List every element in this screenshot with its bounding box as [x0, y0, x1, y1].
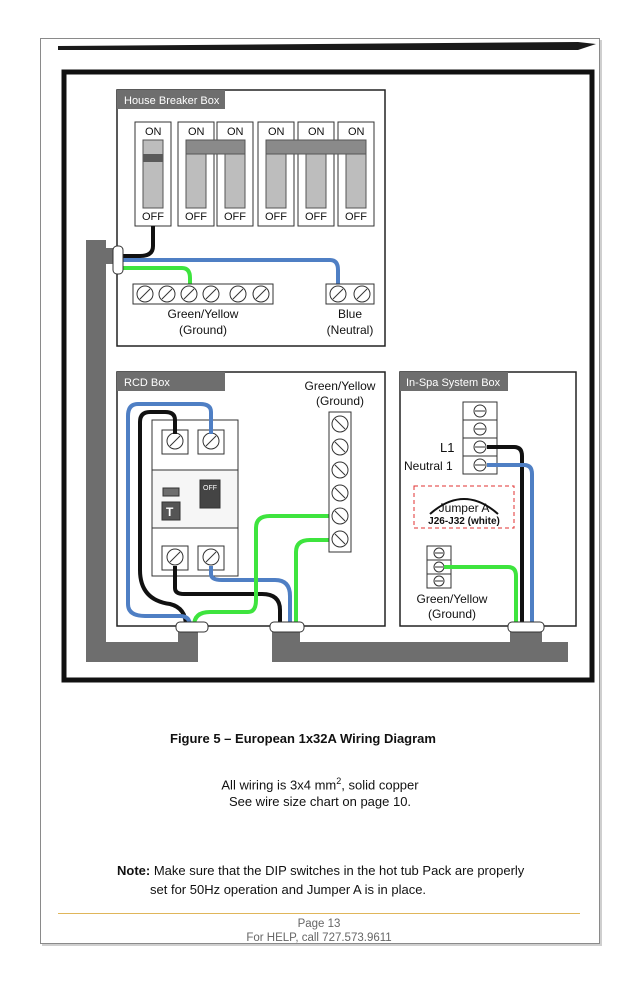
conduit — [86, 240, 568, 662]
black-wire — [138, 410, 188, 627]
green-wire — [192, 514, 336, 627]
page-frame — [40, 38, 600, 944]
cable-clamp — [175, 621, 209, 633]
figure-caption: Figure 5 – European 1x32A Wiring Diagram — [170, 731, 436, 746]
jumper-label: Jumper A — [439, 501, 490, 515]
svg-text:ON: ON — [227, 126, 244, 138]
neutral-1-label: Neutral 1 — [404, 459, 453, 473]
breaker-switches: ON OFF ON OFF ON OFF ON OFF ON OFF — [134, 121, 375, 227]
black-wire — [173, 566, 282, 626]
svg-text:OFF: OFF — [142, 211, 164, 223]
note-label: Note: — [117, 863, 151, 878]
black-wire — [114, 226, 155, 258]
spa-ground-label: Green/Yellow — [417, 592, 488, 606]
cable-clamp — [507, 621, 545, 633]
svg-text:ON: ON — [308, 126, 325, 138]
svg-text:ON: ON — [145, 126, 162, 138]
l1-label: L1 — [440, 440, 454, 455]
cable-clamp — [269, 621, 305, 633]
breaker-switch: ON OFF — [134, 121, 172, 227]
dip-switch-note: Note: Make sure that the DIP switches in… — [117, 861, 587, 899]
green-wire — [294, 538, 336, 626]
breaker-switch: ON OFF — [297, 121, 335, 227]
black-wire — [487, 445, 524, 626]
green-wire — [444, 565, 518, 626]
breaker-ground-label-2: (Ground) — [179, 323, 227, 337]
neutral-label: Blue — [338, 307, 362, 321]
svg-text:OFF: OFF — [185, 211, 207, 223]
note-line-2: set for 50Hz operation and Jumper A is i… — [150, 882, 427, 897]
neutral-label-2: (Neutral) — [327, 323, 374, 337]
green-wire — [118, 266, 192, 286]
jumper-a-box — [413, 485, 515, 529]
svg-text:OFF: OFF — [265, 211, 287, 223]
blue-wire — [209, 566, 292, 626]
spa-ground-label-2: (Ground) — [428, 607, 476, 621]
neutral-terminal-bar — [325, 283, 375, 305]
breaker-switch: ON OFF — [337, 121, 375, 227]
spa-ground-terminal — [426, 545, 452, 589]
rcd-off-label: OFF — [203, 485, 217, 492]
svg-text:OFF: OFF — [305, 211, 327, 223]
wiring-note-line-1: All wiring is 3x4 mm2, solid copper — [221, 776, 419, 793]
svg-text:ON: ON — [268, 126, 285, 138]
cable-clamp — [112, 245, 124, 275]
wiring-note-line-2: See wire size chart on page 10. — [228, 794, 412, 810]
svg-text:ON: ON — [188, 126, 205, 138]
svg-text:OFF: OFF — [224, 211, 246, 223]
help-line: For HELP, call 727.573.9611 — [246, 932, 392, 944]
rcd-device — [151, 419, 239, 577]
rcd-box-title: RCD Box — [124, 377, 170, 389]
jumper-arc — [429, 498, 499, 515]
breaker-switch: ON OFF — [257, 121, 295, 227]
blue-wire — [126, 402, 213, 627]
rcd-ground-label: Green/Yellow — [305, 379, 376, 393]
blue-wire — [487, 463, 534, 626]
ground-terminal-bar — [132, 283, 274, 305]
breaker-switch: ON OFF — [216, 121, 254, 227]
note-line-1: Make sure that the DIP switches in the h… — [150, 863, 525, 878]
spa-box-title: In-Spa System Box — [406, 377, 501, 389]
header-swoosh — [58, 42, 596, 50]
rcd-ground-label-2: (Ground) — [316, 394, 364, 408]
jumper-range: J26-J32 (white) — [428, 516, 500, 527]
breaker-switch: ON OFF — [177, 121, 215, 227]
svg-text:ON: ON — [348, 126, 365, 138]
page-number: Page 13 — [297, 918, 341, 930]
wiring-note: All wiring is 3x4 mm2, solid copper See … — [170, 773, 470, 810]
footer-rule — [58, 913, 580, 914]
breaker-ground-label: Green/Yellow — [168, 307, 239, 321]
breaker-box-title: House Breaker Box — [124, 95, 220, 107]
rcd-test-button: T — [166, 505, 174, 519]
rcd-ground-terminal-bar — [328, 411, 352, 553]
blue-wire — [118, 258, 340, 286]
svg-text:OFF: OFF — [345, 211, 367, 223]
